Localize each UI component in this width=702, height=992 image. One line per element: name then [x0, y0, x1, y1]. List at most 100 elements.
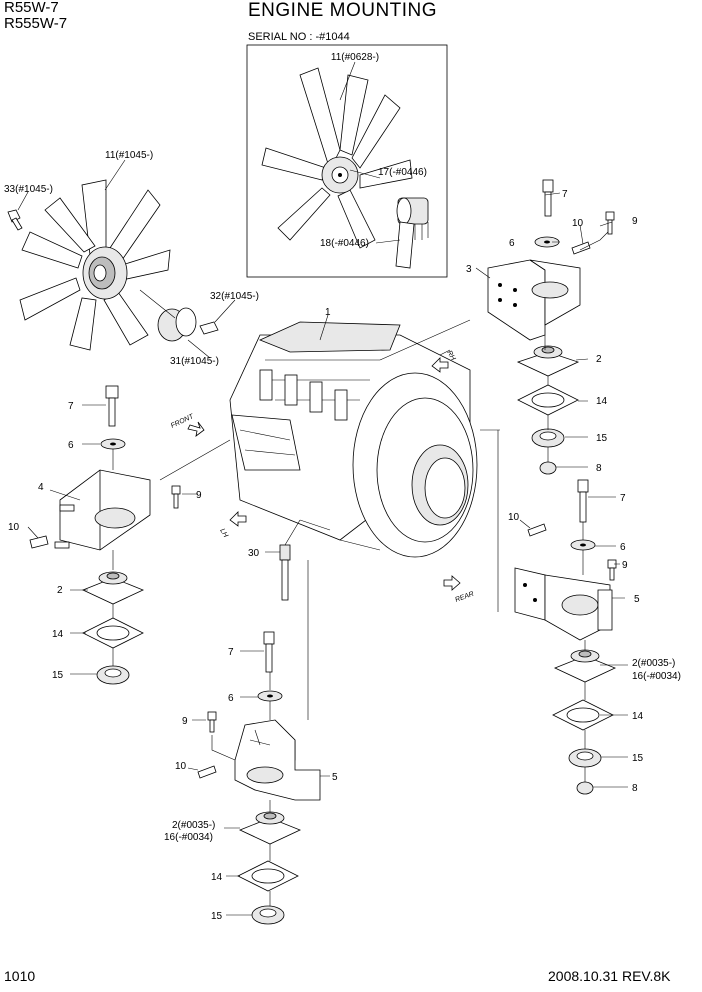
- callout-11-0628: 11(#0628-): [331, 52, 379, 63]
- callout-labels: 11(#0628-) 17(-#0446) 18(-#0446) 11(#1045-)…: [4, 52, 681, 922]
- washer-6-b: [257, 690, 283, 702]
- inset-fan-11-0628: [261, 67, 413, 249]
- model-label-1: R55W-7: [4, 0, 59, 16]
- cushion-15-b: [251, 905, 285, 925]
- arrow-rh-icon: [431, 357, 449, 373]
- callout-6-rr: 6: [620, 542, 626, 553]
- direction-label-rear: REAR: [454, 591, 475, 604]
- callout-33-1045: 33(#1045-): [4, 184, 53, 195]
- callout-17-0446: 17(-#0446): [378, 167, 427, 178]
- arrow-lh-icon: [229, 511, 247, 527]
- callout-6-r: 6: [509, 238, 515, 249]
- callout-7-rr: 7: [620, 493, 626, 504]
- callout-16-0034-rr: 16(-#0034): [632, 671, 681, 682]
- inset-serial-label: SERIAL NO : -#1044: [248, 31, 350, 43]
- mount-2-b: [238, 811, 302, 845]
- callout-10-l: 10: [8, 522, 20, 533]
- callout-14-r: 14: [596, 396, 608, 407]
- callout-15-b: 15: [211, 911, 223, 922]
- cushion-15-r: [531, 428, 565, 448]
- inset-belt-18: [395, 221, 415, 269]
- mount-2-rr: [553, 649, 617, 683]
- bolt-7-rr: [577, 479, 589, 523]
- callout-4: 4: [38, 482, 44, 493]
- washer-6-l: [100, 438, 126, 450]
- callout-10-b: 10: [175, 761, 187, 772]
- callout-2-r: 2: [596, 354, 602, 365]
- inset-frame: [246, 44, 448, 278]
- bracket-3: [487, 259, 581, 341]
- bolt-9-b: [207, 711, 217, 733]
- rod-30: [279, 544, 291, 601]
- callout-14-b: 14: [211, 872, 223, 883]
- pad-14-l: [82, 617, 144, 649]
- bolt-9-l: [171, 485, 181, 509]
- nut-8-rr: [576, 781, 594, 795]
- pad-14-rr: [552, 699, 614, 731]
- spacer-31-1045: [157, 307, 197, 342]
- callout-10-r: 10: [572, 218, 584, 229]
- callout-1: 1: [325, 307, 331, 318]
- callout-32-1045: 32(#1045-): [210, 291, 259, 302]
- bolt-7-l: [105, 385, 119, 427]
- page-number: 1010: [4, 968, 36, 984]
- callout-7-l: 7: [68, 401, 74, 412]
- callout-9-l: 9: [196, 490, 202, 501]
- date-revision: 2008.10.31 REV.8K: [548, 968, 671, 984]
- inset-pulley-17: [396, 197, 429, 240]
- engine-assembly-1: [229, 321, 478, 558]
- arrow-rear-icon: [443, 575, 461, 591]
- callout-10-rr: 10: [508, 512, 520, 523]
- direction-label-rh: RH: [445, 350, 457, 363]
- callout-30: 30: [248, 548, 260, 559]
- bolt-9-rr: [607, 559, 617, 581]
- callout-9-r: 9: [632, 216, 638, 227]
- callout-14-rr: 14: [632, 711, 644, 722]
- callout-9-b: 9: [182, 716, 188, 727]
- callout-3: 3: [466, 264, 472, 275]
- pad-14-b: [237, 860, 299, 892]
- bracket-4: [54, 469, 151, 551]
- callout-16-0034-b: 16(-#0034): [164, 832, 213, 843]
- callout-2-0035-rr: 2(#0035-): [632, 658, 675, 669]
- callout-11-1045: 11(#1045-): [105, 150, 153, 161]
- mount-2-r: [516, 345, 580, 377]
- bolt-10-r: [571, 241, 591, 255]
- callout-15-r: 15: [596, 433, 608, 444]
- mount-2-l: [81, 571, 145, 605]
- callout-2-0035-b: 2(#0035-): [172, 820, 215, 831]
- callout-9-rr: 9: [622, 560, 628, 571]
- bolt-10-l: [29, 535, 49, 549]
- direction-label-lh: LH: [218, 528, 229, 540]
- bolt-32-1045: [199, 321, 219, 335]
- bolt-7-r: [542, 179, 554, 217]
- bolt-7-b: [263, 631, 275, 673]
- nut-8-r: [539, 461, 557, 475]
- bolt-10-b: [197, 765, 217, 779]
- callout-8-rr: 8: [632, 783, 638, 794]
- cushion-15-rr: [568, 748, 602, 768]
- callout-6-l: 6: [68, 440, 74, 451]
- callout-7-b: 7: [228, 647, 234, 658]
- pad-14-r: [517, 384, 579, 416]
- page-title: ENGINE MOUNTING: [248, 0, 438, 21]
- callout-8-r: 8: [596, 463, 602, 474]
- callout-2-l: 2: [57, 585, 63, 596]
- callout-18-0446: 18(-#0446): [320, 238, 369, 249]
- bracket-5-rr: [514, 567, 613, 641]
- callout-6-b: 6: [228, 693, 234, 704]
- callout-15-l: 15: [52, 670, 64, 681]
- bolt-10-rr: [527, 523, 547, 537]
- callout-31-1045: 31(#1045-): [170, 356, 219, 367]
- fan-11-1045: [19, 179, 171, 351]
- bolt-9-r: [605, 211, 615, 235]
- callout-15-rr: 15: [632, 753, 644, 764]
- bolt-33-1045: [7, 209, 23, 231]
- callout-5-rr: 5: [634, 594, 640, 605]
- arrow-front-icon: [187, 421, 205, 437]
- washer-6-rr: [570, 539, 596, 551]
- model-label-2: R555W-7: [4, 15, 68, 32]
- cushion-15-l: [96, 665, 130, 685]
- callout-14-l: 14: [52, 629, 64, 640]
